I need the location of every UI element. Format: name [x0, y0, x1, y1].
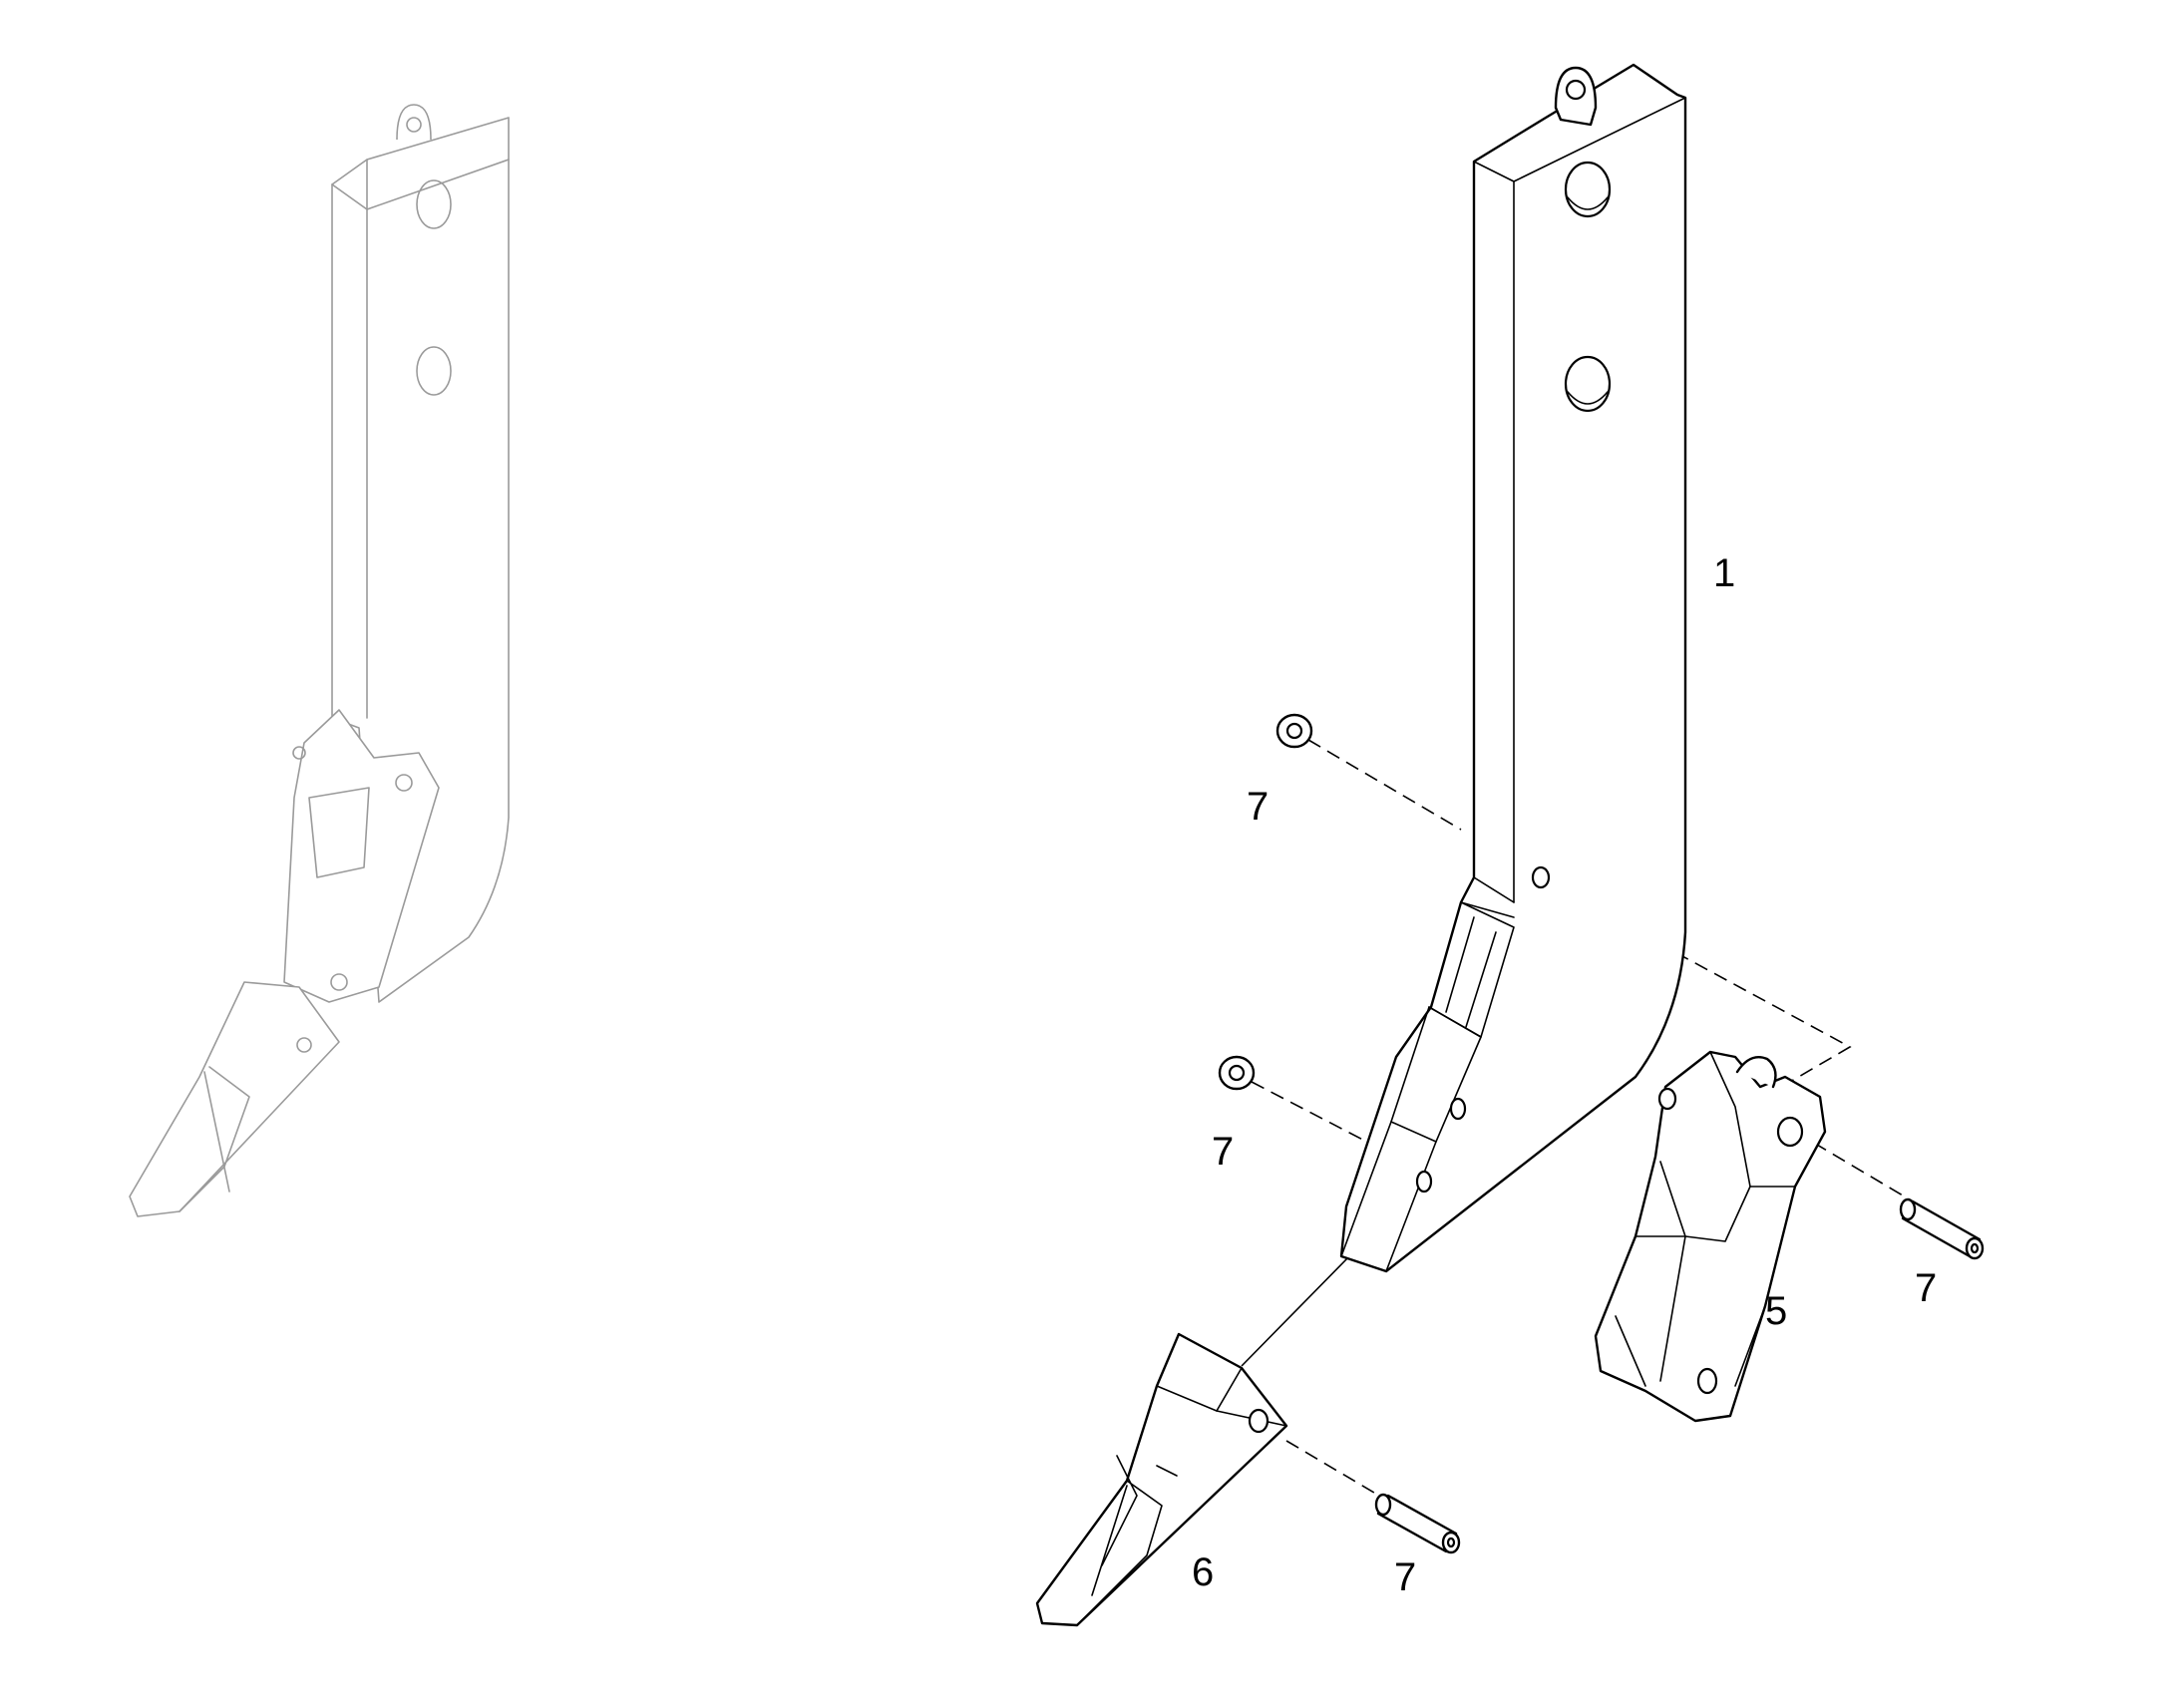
- tip-part: [1035, 1332, 1288, 1627]
- callout-shank: 1: [1713, 551, 1735, 595]
- assembled-ripper-view: [129, 104, 510, 1217]
- callout-tip: 6: [1192, 1550, 1214, 1594]
- callout-lock-right: 7: [1915, 1266, 1937, 1310]
- lock-washer-middle: [1218, 1055, 1256, 1091]
- callout-lock-upper-left: 7: [1247, 785, 1269, 829]
- lock-pin-bottom: [1374, 1493, 1461, 1554]
- callout-protector: 5: [1765, 1289, 1787, 1333]
- callout-lock-bottom: 7: [1394, 1555, 1416, 1599]
- lock-washer-upper: [1275, 713, 1313, 749]
- shank-part: [1339, 63, 1687, 1273]
- exploded-ripper-view: 1 7 7 5 7 6 7: [1035, 63, 1985, 1627]
- leader-mid-lock: [1251, 1081, 1377, 1148]
- callout-lock-mid-left: 7: [1212, 1130, 1234, 1174]
- protector-part: [1594, 1050, 1827, 1423]
- leader-upper-lock: [1307, 739, 1462, 831]
- leader-tip-shank: [1241, 1253, 1352, 1367]
- lock-pin-right: [1899, 1197, 1985, 1260]
